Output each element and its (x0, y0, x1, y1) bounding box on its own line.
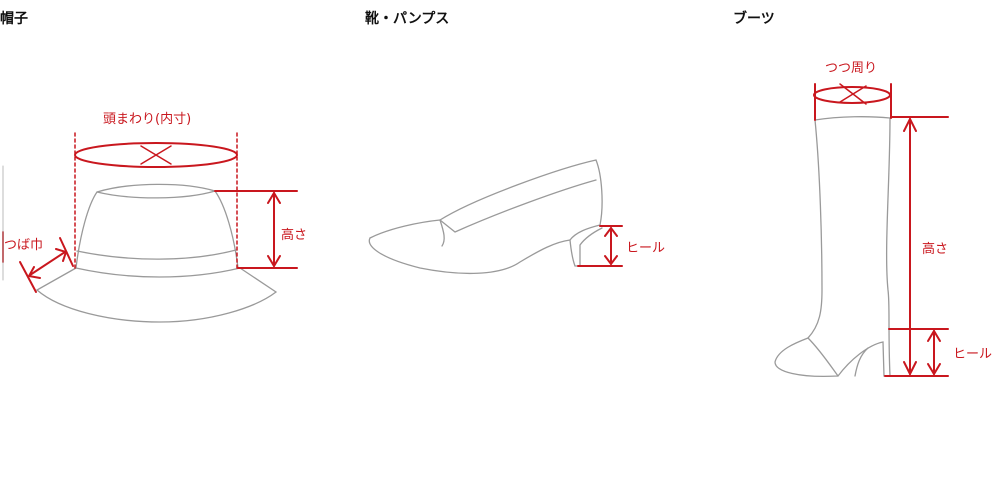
boot-heel-label: ヒール (953, 347, 993, 362)
shaft-circumference-label: つつ周り (825, 61, 878, 76)
head-circumference-label: 頭まわり(内寸) (103, 112, 192, 127)
hat-height-label: 高さ (281, 228, 308, 243)
hat-illustration (35, 183, 278, 323)
boot-height-label: 高さ (922, 242, 949, 257)
pump-illustration (368, 159, 603, 275)
brim-width-label: つば巾 (4, 238, 44, 253)
hat-measure-lines (2, 132, 298, 293)
pump-heel-label: ヒール (626, 241, 666, 256)
pumps-section-title: 靴・パンプス (365, 11, 450, 27)
boot-illustration (774, 116, 891, 378)
boots-section-title: ブーツ (733, 11, 775, 27)
boot-measure-lines (813, 83, 949, 377)
hat-section-title: 帽子 (0, 11, 28, 27)
pump-measure-lines (577, 225, 623, 267)
